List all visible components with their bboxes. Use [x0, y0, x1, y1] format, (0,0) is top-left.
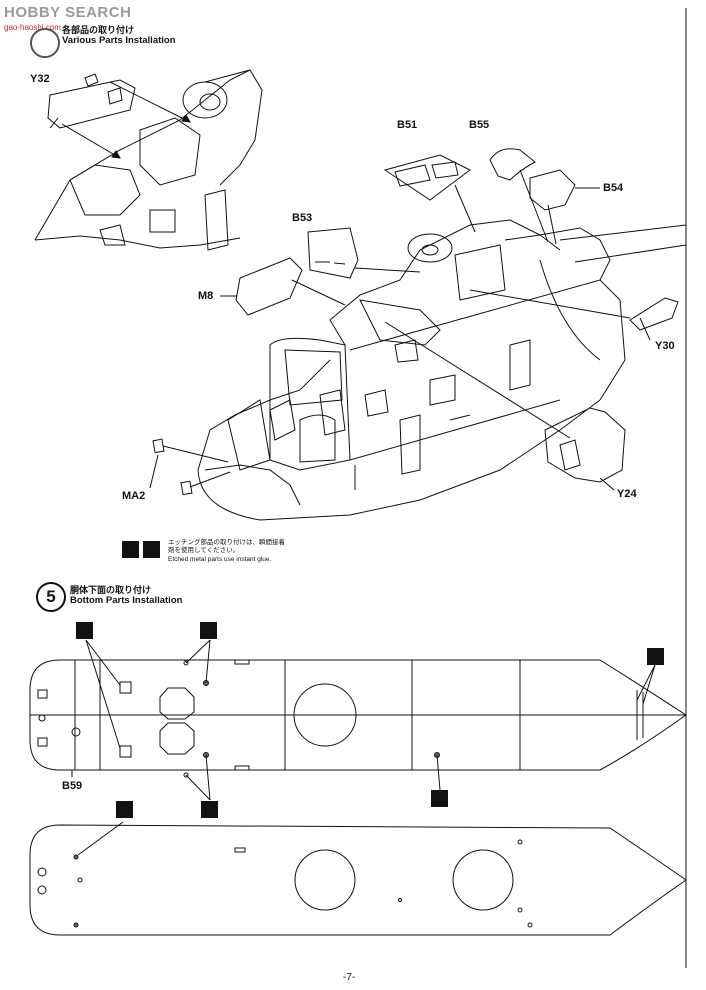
step-5-badge: 5 — [36, 582, 66, 612]
watermark-logo: HOBBY SEARCH — [4, 4, 132, 21]
part-label-b51: B51 — [397, 119, 418, 131]
etched-parts-note-en: Etched metal parts use instant glue. — [168, 556, 272, 563]
bottom-view-inner — [29, 824, 687, 936]
etched-parts-note-jp-1: エッチング部品の取り付けは、瞬間接着 — [168, 539, 285, 546]
arrow-line — [454, 184, 476, 233]
arrow-line — [354, 267, 421, 273]
part-label-y30: Y30 — [655, 340, 675, 352]
watermark-url: gao-haoshi.com — [4, 23, 61, 32]
part-label-b55: B55 — [469, 119, 490, 131]
part-y24 — [544, 407, 626, 483]
part-label-m8: M8 — [198, 290, 214, 302]
leader-line — [639, 317, 651, 341]
part-m8 — [235, 257, 303, 316]
leader-line — [149, 454, 159, 489]
part-b53 — [307, 227, 359, 279]
bottom-view-fuselage — [29, 659, 687, 778]
etched-part-icon — [76, 622, 93, 639]
leader-line — [185, 774, 211, 801]
leader-line — [599, 477, 615, 491]
page-number: -7- — [343, 972, 356, 983]
glue-brush-icon — [122, 541, 139, 558]
step-5-title-en: Bottom Parts Installation — [70, 595, 183, 606]
arrow-line — [384, 321, 571, 439]
arrow-line — [291, 279, 346, 306]
part-y32-panel — [47, 73, 136, 129]
leader-line — [642, 664, 656, 705]
leader-line — [205, 639, 211, 684]
arrow-line — [547, 204, 557, 245]
step-4-badge — [30, 28, 60, 58]
etched-part-icon — [200, 622, 217, 639]
step-4-title-en: Various Parts Installation — [62, 35, 176, 46]
part-label-y32: Y32 — [30, 73, 50, 85]
glue-drop-icon — [116, 801, 133, 818]
part-label-y24: Y24 — [617, 488, 637, 500]
arrow-line — [519, 169, 549, 243]
arrow-line — [162, 445, 229, 463]
arrow-line — [61, 123, 121, 159]
etched-part-icon — [431, 790, 448, 807]
arrow-line — [109, 81, 191, 123]
arrow-line — [469, 289, 631, 319]
part-b54 — [529, 169, 576, 211]
part-label-b53: B53 — [292, 212, 313, 224]
leader-line — [85, 639, 121, 749]
etched-parts-note-jp-2: 剤を使用してください。 — [168, 547, 240, 554]
part-ma2-upper — [152, 438, 165, 454]
part-b55 — [489, 148, 536, 181]
etched-part-icon — [647, 648, 664, 665]
main-fuselage — [197, 219, 687, 521]
part-b51 — [383, 154, 471, 201]
part-label-b59: B59 — [62, 780, 83, 792]
leader-line — [205, 754, 211, 801]
leader-line — [436, 754, 441, 791]
part-y30 — [629, 297, 679, 331]
step-5-title-jp: 胴体下面の取り付け — [70, 585, 152, 595]
inset-fuselage-top — [34, 69, 263, 251]
leader-line — [185, 639, 211, 664]
leader-line — [77, 821, 124, 856]
etched-part-icon — [201, 801, 218, 818]
step-4-title-jp: 各部品の取り付け — [62, 25, 135, 35]
leader-line — [636, 664, 656, 701]
part-label-b54: B54 — [603, 182, 624, 194]
part-ma2-lower — [180, 480, 193, 496]
leader-line — [85, 639, 121, 686]
arrow-line — [189, 471, 231, 488]
part-label-ma2: MA2 — [122, 490, 146, 502]
caution-diamond-icon — [143, 541, 160, 558]
